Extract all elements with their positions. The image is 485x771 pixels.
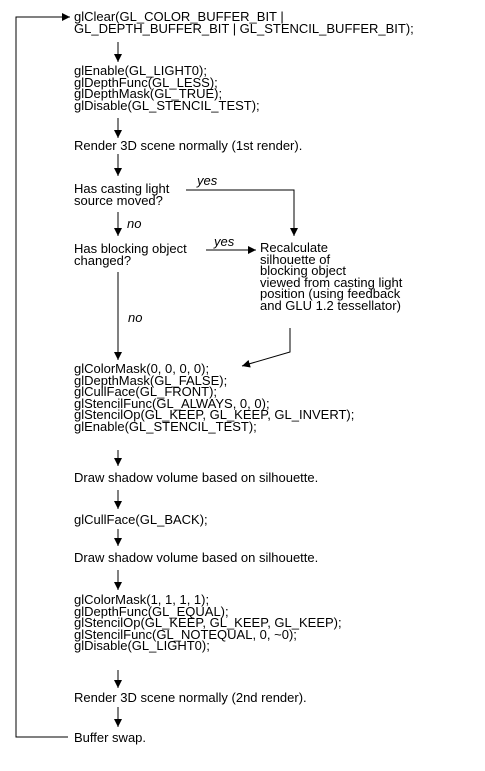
code-line: glStencilFunc(GL_NOTEQUAL, 0, ~0); (74, 626, 297, 642)
code-line: glDepthMask(GL_TRUE); (74, 86, 223, 101)
code-line: glDisable(GL_LIGHT0); (74, 638, 210, 653)
gl-clear-block: glClear(GL_COLOR_BUFFER_BIT | GL_DEPTH_B… (74, 9, 414, 36)
decision-line: source moved? (74, 192, 163, 208)
step-text: Draw shadow volume based on silhouette. (74, 470, 319, 485)
gl-setup-block: glEnable(GL_LIGHT0); glDepthFunc(GL_LESS… (74, 63, 260, 113)
code-line: glStencilOp(GL_KEEP, GL_KEEP, GL_INVERT)… (74, 407, 355, 422)
code-line: GL_DEPTH_BUFFER_BIT | GL_STENCIL_BUFFER_… (74, 20, 414, 36)
step-text: Render 3D scene normally (2nd render). (74, 690, 307, 705)
step-line: silhouette of (260, 251, 331, 267)
code-line: glStencilFunc(GL_ALWAYS, 0, 0); (74, 395, 270, 411)
recalculate-silhouette-step: Recalculate silhouette of blocking objec… (260, 240, 403, 313)
step-line: and GLU 1.2 tessellator) (260, 297, 401, 313)
code-line: glDepthFunc(GL_EQUAL); (74, 603, 229, 619)
step-line: Recalculate (260, 240, 328, 255)
code-line: glDisable(GL_STENCIL_TEST); (74, 97, 260, 113)
code-line: glCullFace(GL_BACK); (74, 512, 208, 527)
no-label-light: no (127, 216, 142, 231)
render-first-step: Render 3D scene normally (1st render). (74, 138, 303, 153)
buffer-swap-step: Buffer swap. (74, 730, 147, 745)
code-line: glEnable(GL_LIGHT0); (74, 63, 207, 78)
code-line: glColorMask(0, 0, 0, 0); (74, 361, 210, 376)
cull-back-step: glCullFace(GL_BACK); (74, 512, 208, 527)
step-line: position (using feedback (260, 286, 401, 301)
code-line: glDepthFunc(GL_LESS); (74, 74, 218, 90)
decision-object-changed: Has blocking object changed? (74, 241, 187, 268)
step-line: blocking object (260, 263, 346, 278)
step-text: Render 3D scene normally (1st render). (74, 138, 303, 153)
yes-label-light: yes (197, 173, 218, 188)
code-line: glDepthMask(GL_FALSE); (74, 372, 228, 388)
code-line: glStencilOp(GL_KEEP, GL_KEEP, GL_KEEP); (74, 615, 342, 630)
decision-light-moved: Has casting light source moved? (74, 181, 170, 208)
no-label-object: no (128, 310, 143, 325)
draw-shadow-volume-first: Draw shadow volume based on silhouette. (74, 470, 319, 485)
draw-shadow-volume-second: Draw shadow volume based on silhouette. (74, 550, 319, 565)
yes-label-object: yes (214, 234, 235, 249)
step-text: Buffer swap. (74, 730, 147, 745)
code-line: glCullFace(GL_FRONT); (74, 384, 218, 399)
step-line: viewed from casting light (260, 274, 403, 290)
step-text: Draw shadow volume based on silhouette. (74, 550, 319, 565)
arrow-recalculate-to-stencil (241, 328, 291, 368)
render-second-step: Render 3D scene normally (2nd render). (74, 690, 307, 705)
code-line: glEnable(GL_STENCIL_TEST); (74, 418, 257, 434)
arrow-decision-light-yes (186, 189, 298, 236)
code-line: glClear(GL_COLOR_BUFFER_BIT | (74, 9, 284, 24)
decision-line: Has casting light (74, 181, 170, 196)
stencil-setup-block: glColorMask(0, 0, 0, 0); glDepthMask(GL_… (74, 361, 355, 434)
loop-back-arrow (15, 13, 70, 738)
final-setup-block: glColorMask(1, 1, 1, 1); glDepthFunc(GL_… (74, 592, 342, 653)
decision-line: changed? (74, 252, 132, 268)
decision-line: Has blocking object (74, 241, 187, 256)
code-line: glColorMask(1, 1, 1, 1); (74, 592, 210, 607)
